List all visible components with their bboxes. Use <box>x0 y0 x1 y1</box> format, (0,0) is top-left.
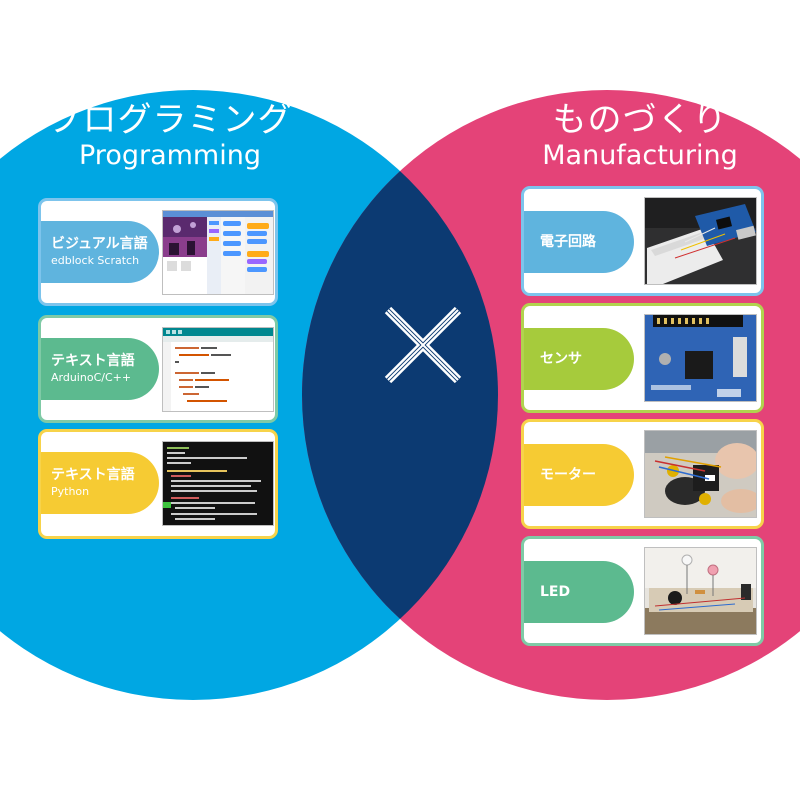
arduino-language-pill: テキスト言語 ArduinoC/C++ <box>41 338 159 400</box>
motor-label: モーター <box>540 467 596 483</box>
arduino-code-image <box>163 328 273 411</box>
arduino-code-thumbnail <box>162 327 274 412</box>
multiply-cross-icon <box>384 306 462 384</box>
scratch-editor-thumbnail <box>162 210 274 295</box>
led-label: LED <box>540 584 571 600</box>
led-circuit-photo-image <box>645 548 756 634</box>
electronic-circuit-pill: 電子回路 <box>524 211 634 273</box>
visual-language-sublabel: edblock Scratch <box>51 254 140 267</box>
arduino-language-label: テキスト言語 <box>51 353 135 369</box>
manufacturing-title-jp: ものづくり <box>552 100 728 140</box>
programming-title-en: Programming <box>79 140 261 171</box>
electronic-circuit-label: 電子回路 <box>540 234 596 250</box>
python-code-thumbnail <box>162 441 274 526</box>
visual-language-pill: ビジュアル言語 edblock Scratch <box>41 221 159 283</box>
manufacturing-title-en: Manufacturing <box>542 140 738 171</box>
sensor-label: センサ <box>540 351 582 367</box>
scratch-editor-image <box>163 211 273 294</box>
motor-build-photo-image <box>645 431 756 517</box>
visual-language-label: ビジュアル言語 <box>51 236 148 252</box>
python-language-label: テキスト言語 <box>51 467 135 483</box>
manufacturing-heading: ものづくり Manufacturing <box>490 100 790 172</box>
python-language-sublabel: Python <box>51 485 90 498</box>
card-sensor[interactable]: センサ <box>521 303 764 413</box>
motor-pill: モーター <box>524 444 634 506</box>
programming-title-jp: プログラミング <box>47 100 293 140</box>
python-language-pill: テキスト言語 Python <box>41 452 159 514</box>
overlap-region <box>302 90 498 700</box>
card-text-language-arduino[interactable]: テキスト言語 ArduinoC/C++ <box>38 315 278 423</box>
arduino-language-sublabel: ArduinoC/C++ <box>51 371 132 384</box>
led-circuit-thumbnail <box>644 547 757 635</box>
sensor-pill: センサ <box>524 328 634 390</box>
motor-build-thumbnail <box>644 430 757 518</box>
led-pill: LED <box>524 561 634 623</box>
card-led[interactable]: LED <box>521 536 764 646</box>
arduino-board-thumbnail <box>644 314 757 402</box>
card-visual-language[interactable]: ビジュアル言語 edblock Scratch <box>38 198 278 306</box>
card-text-language-python[interactable]: テキスト言語 Python <box>38 429 278 539</box>
breadboard-thumbnail <box>644 197 757 285</box>
breadboard-photo-image <box>645 198 756 284</box>
card-electronic-circuit[interactable]: 電子回路 <box>521 186 764 296</box>
card-motor[interactable]: モーター <box>521 419 764 529</box>
arduino-board-photo-image <box>645 315 756 401</box>
python-code-image <box>163 442 273 525</box>
programming-heading: プログラミング Programming <box>20 100 320 172</box>
